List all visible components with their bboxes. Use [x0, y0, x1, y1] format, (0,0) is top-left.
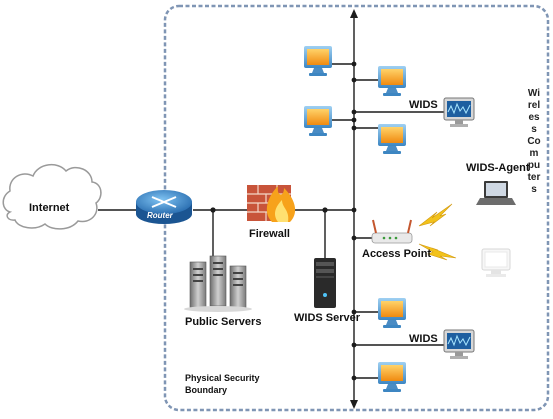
wids-label-bottom: WIDS [409, 333, 438, 345]
firewall-label: Firewall [249, 228, 290, 240]
router-icon [136, 190, 192, 224]
boundary-label-line1: Physical Security [185, 373, 260, 383]
monitor-icon [304, 46, 332, 76]
junction-dots [210, 61, 357, 381]
router-label: Router [147, 211, 173, 220]
wids-agent-label: WIDS-Agent [466, 162, 530, 174]
access-point-label: Access Point [362, 248, 432, 260]
laptop-icon [476, 181, 516, 205]
access-point-icon [371, 219, 413, 244]
monitor-icon [378, 124, 406, 154]
internet-label: Internet [29, 202, 70, 214]
tower-server-icon [314, 258, 336, 308]
public-servers-label: Public Servers [185, 316, 262, 328]
monitor-icon [304, 106, 332, 136]
boundary-label-line2: Boundary [185, 385, 228, 395]
monitor-icon [481, 248, 511, 277]
monitor-icon [378, 298, 406, 328]
monitor-icon [378, 66, 406, 96]
security-boundary [163, 4, 550, 412]
cloud-icon [2, 164, 102, 230]
backbone-arrow-up [350, 9, 358, 18]
firewall-icon [247, 185, 296, 222]
wids-monitor-icon [443, 329, 475, 360]
server-rack-icon [184, 255, 252, 312]
wids-server-label: WIDS Server [294, 312, 361, 324]
backbone-arrow-down [350, 400, 358, 409]
wids-monitor-icon [443, 97, 475, 128]
wids-label-top: WIDS [409, 99, 438, 111]
wireless-computers-label: Wireless Computers [527, 88, 541, 195]
lightning-icon [418, 203, 457, 261]
monitor-icon [378, 362, 406, 392]
